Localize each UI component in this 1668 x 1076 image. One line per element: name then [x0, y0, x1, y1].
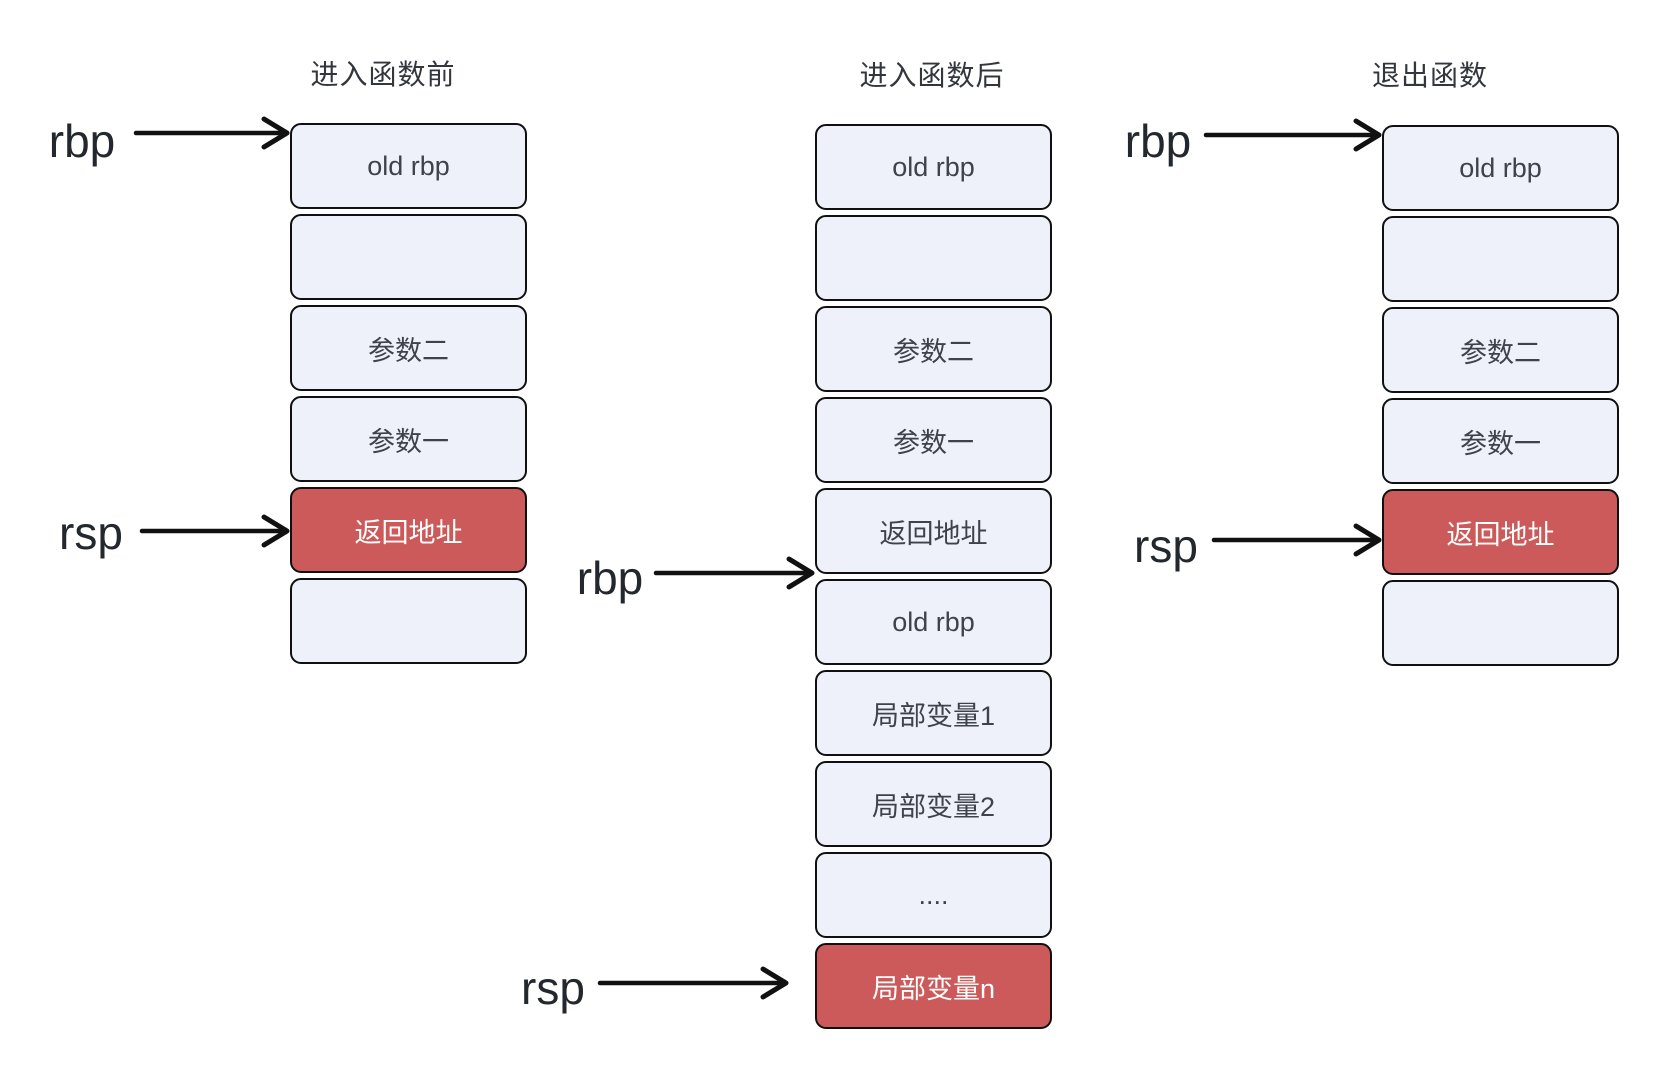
- stack-exit-call: old rbp 参数二 参数一 返回地址: [1382, 125, 1619, 671]
- rsp-label-col3: rsp: [1134, 520, 1198, 572]
- stack-box-empty: [290, 214, 527, 300]
- stack-box-old-rbp: old rbp: [1382, 125, 1619, 211]
- stack-box-old-rbp: old rbp: [815, 124, 1052, 210]
- column-title-after-call: 进入函数后: [859, 60, 1005, 91]
- rsp-arrow-col3: [1211, 523, 1382, 557]
- rbp-label-col1: rbp: [48, 115, 116, 167]
- rsp-label-col1: rsp: [59, 507, 123, 559]
- stack-box-old-rbp-inner: old rbp: [815, 579, 1052, 665]
- stack-box-param2: 参数二: [290, 305, 527, 391]
- rsp-arrow-col2: [597, 966, 789, 1000]
- rbp-arrow-col1: [133, 116, 290, 150]
- rbp-label-col2: rbp: [576, 552, 644, 604]
- stack-box-return-address: 返回地址: [290, 487, 527, 573]
- stack-box-local-var-n: 局部变量n: [815, 943, 1052, 1029]
- column-title-exit-call: 退出函数: [1371, 60, 1489, 91]
- stack-box-empty: [1382, 580, 1619, 666]
- stack-box-local-var-2: 局部变量2: [815, 761, 1052, 847]
- stack-box-param2: 参数二: [815, 306, 1052, 392]
- stack-box-return-address: 返回地址: [815, 488, 1052, 574]
- rbp-arrow-col3: [1203, 118, 1382, 152]
- stack-box-param2: 参数二: [1382, 307, 1619, 393]
- stack-box-empty: [290, 578, 527, 664]
- rbp-label-col3: rbp: [1124, 115, 1192, 167]
- stack-box-empty: [815, 215, 1052, 301]
- stack-before-call: old rbp 参数二 参数一 返回地址: [290, 123, 527, 669]
- stack-after-call: old rbp 参数二 参数一 返回地址 old rbp 局部变量1 局部变量2…: [815, 124, 1052, 1034]
- rbp-arrow-col2: [653, 556, 815, 590]
- stack-box-ellipsis: ....: [815, 852, 1052, 938]
- stack-box-param1: 参数一: [815, 397, 1052, 483]
- rsp-arrow-col1: [139, 514, 290, 548]
- stack-box-param1: 参数一: [1382, 398, 1619, 484]
- stack-box-empty: [1382, 216, 1619, 302]
- stack-box-old-rbp: old rbp: [290, 123, 527, 209]
- stack-box-local-var-1: 局部变量1: [815, 670, 1052, 756]
- column-title-before-call: 进入函数前: [310, 59, 456, 90]
- stack-box-return-address: 返回地址: [1382, 489, 1619, 575]
- rsp-label-col2: rsp: [521, 962, 585, 1014]
- stack-box-param1: 参数一: [290, 396, 527, 482]
